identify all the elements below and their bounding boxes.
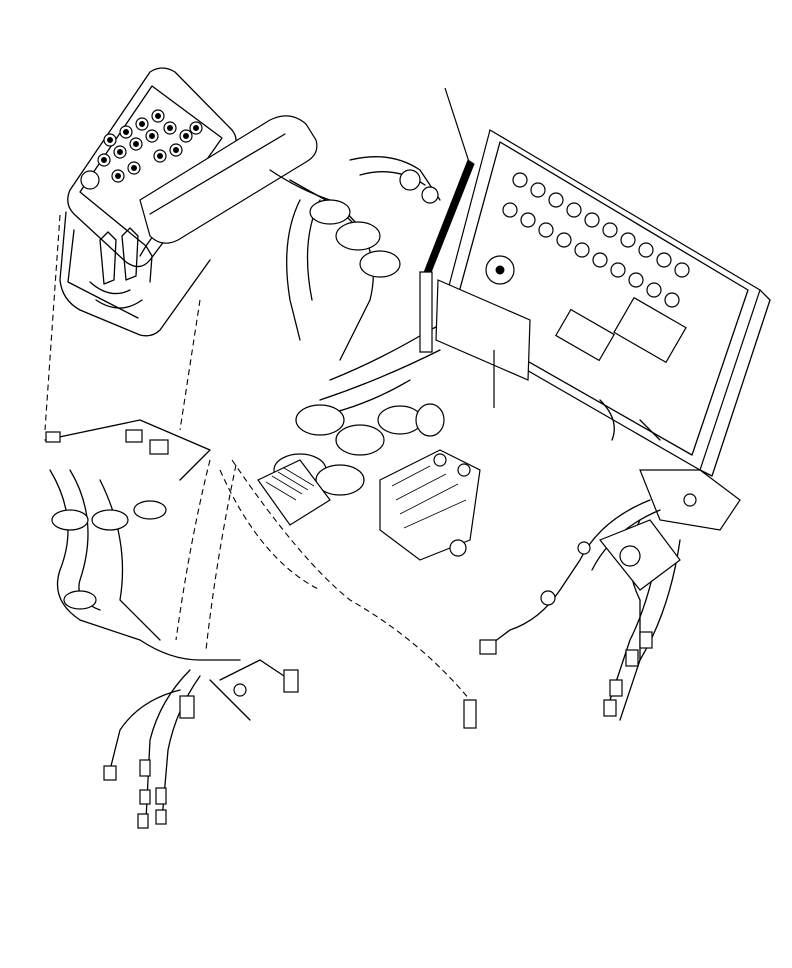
left-harness [44, 419, 241, 661]
right-harness [479, 499, 681, 721]
fuse-relay-box [439, 129, 771, 531]
control-console [59, 67, 318, 337]
valve-manifold [379, 449, 481, 561]
switch-cluster [80, 109, 203, 190]
fuse-rows [502, 172, 690, 308]
leader-lines [419, 87, 531, 408]
hose-bundle [257, 156, 471, 526]
phantom-outlines [44, 214, 471, 701]
lower-wire-harness [103, 659, 477, 829]
